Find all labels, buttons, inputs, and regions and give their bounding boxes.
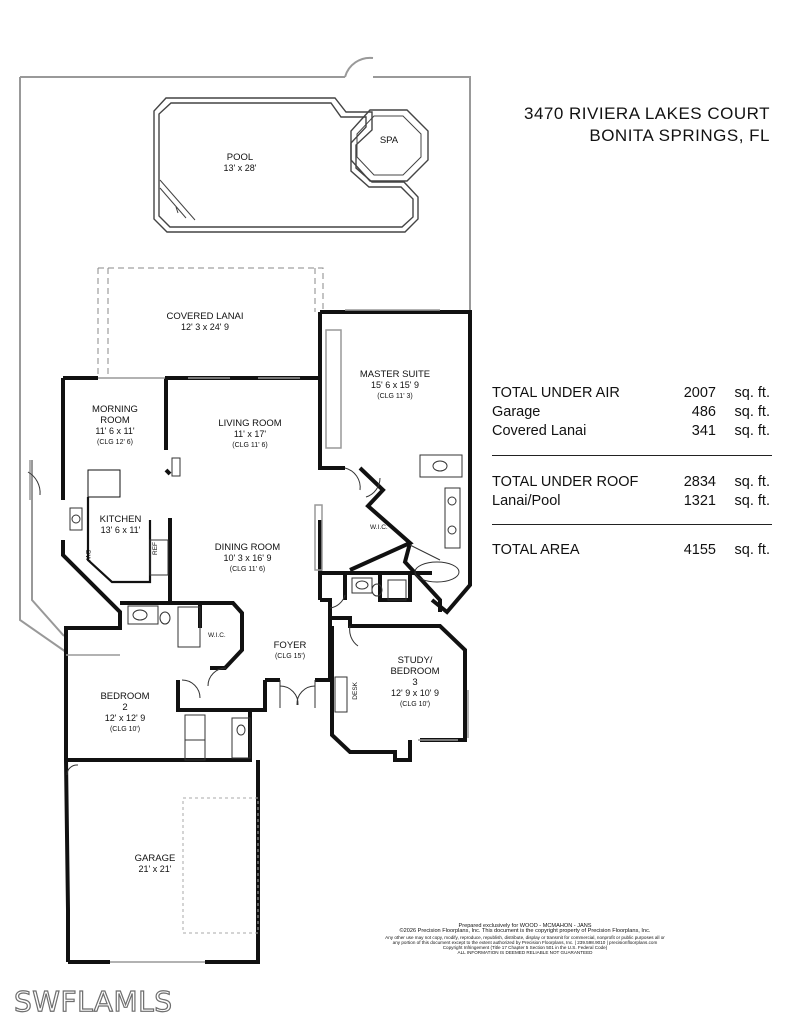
area-label: TOTAL UNDER AIR bbox=[492, 385, 620, 401]
garage-parking-outline bbox=[182, 797, 259, 934]
covered-lanai-outline bbox=[97, 267, 324, 378]
area-unit: sq. ft. bbox=[734, 493, 770, 509]
label-ref: REF bbox=[152, 542, 159, 555]
room-label-study-bedroom-3: STUDY/ BEDROOM 3 12' 9 x 10' 9 (CLG 10') bbox=[380, 655, 450, 710]
room-name: 2 bbox=[122, 702, 128, 713]
area-divider bbox=[492, 455, 772, 456]
copyright-notice: Prepared exclusively for WOOD - MCMAHON … bbox=[355, 923, 695, 956]
room-ceiling: (CLG 10') bbox=[399, 701, 431, 708]
pool-deck-outline bbox=[19, 56, 471, 653]
area-label: Lanai/Pool bbox=[492, 493, 561, 509]
room-label-pool: POOL 13' x 28' bbox=[210, 152, 270, 174]
room-name: 3 bbox=[412, 677, 418, 688]
credit-line: ©2026 Precision Floorplans, Inc. This do… bbox=[399, 928, 651, 935]
room-dims: 11' x 17' bbox=[233, 429, 267, 439]
room-ceiling: (CLG 15') bbox=[274, 653, 306, 660]
room-name: ROOM bbox=[100, 415, 130, 426]
area-unit: sq. ft. bbox=[734, 423, 770, 439]
area-group-under-roof: TOTAL UNDER ROOF 2834 sq. ft. Lanai/Pool… bbox=[492, 474, 772, 512]
door-swings bbox=[27, 467, 381, 776]
area-value: 2007 bbox=[683, 385, 716, 401]
room-dims: 13' x 28' bbox=[223, 163, 257, 173]
credit-line: Any other use may not copy, modify, repr… bbox=[385, 934, 665, 940]
room-label-spa: SPA bbox=[374, 135, 404, 146]
area-row-covered-lanai: Covered Lanai 341 sq. ft. bbox=[492, 423, 772, 442]
room-label-morning-room: MORNING ROOM 11' 6 x 11' (CLG 12' 6) bbox=[80, 404, 150, 448]
room-name: BEDROOM bbox=[100, 691, 150, 702]
credit-line: Prepared exclusively for WOOD - MCMAHON … bbox=[458, 923, 592, 929]
credit-line: ALL INFORMATION IS DEEMED RELIABLE NOT G… bbox=[457, 950, 593, 956]
room-label-foyer: FOYER (CLG 15') bbox=[265, 640, 315, 662]
label-wic-hall: W.I.C. bbox=[208, 632, 226, 639]
room-dims: 10' 3 x 16' 9 bbox=[223, 553, 272, 563]
area-value: 486 bbox=[691, 404, 716, 420]
area-row-garage: Garage 486 sq. ft. bbox=[492, 404, 772, 423]
area-group-total: TOTAL AREA 4155 sq. ft. bbox=[492, 542, 772, 561]
room-name: MASTER SUITE bbox=[359, 369, 431, 380]
area-row-total-under-air: TOTAL UNDER AIR 2007 sq. ft. bbox=[492, 385, 772, 404]
room-name: MORNING bbox=[92, 404, 138, 415]
room-dims: 13' 6 x 11' bbox=[100, 525, 141, 535]
address-line-2: BONITA SPRINGS, FL bbox=[589, 126, 770, 145]
fixtures bbox=[69, 454, 463, 761]
room-name: SPA bbox=[379, 135, 399, 146]
area-label: Garage bbox=[492, 404, 541, 420]
area-label: TOTAL UNDER ROOF bbox=[492, 474, 639, 490]
label-desk: DESK bbox=[352, 682, 359, 700]
area-label: Covered Lanai bbox=[492, 423, 587, 439]
room-dims: 21' x 21' bbox=[138, 864, 172, 874]
room-label-living-room: LIVING ROOM 11' x 17' (CLG 11' 6) bbox=[200, 418, 300, 451]
room-ceiling: (CLG 10') bbox=[109, 726, 141, 733]
address-line-1: 3470 RIVIERA LAKES COURT bbox=[523, 104, 770, 123]
windows bbox=[29, 309, 469, 963]
area-label: TOTAL AREA bbox=[492, 542, 580, 558]
room-label-garage: GARAGE 21' x 21' bbox=[120, 853, 190, 875]
room-label-master-suite: MASTER SUITE 15' 6 x 15' 9 (CLG 11' 3) bbox=[345, 369, 445, 402]
room-name: BEDROOM bbox=[390, 666, 440, 677]
mls-watermark: SWFLAMLS bbox=[13, 984, 173, 1018]
area-value: 1321 bbox=[683, 493, 716, 509]
room-ceiling: (CLG 11' 6) bbox=[232, 442, 268, 449]
room-label-kitchen: KITCHEN 13' 6 x 11' bbox=[88, 514, 153, 536]
area-value: 341 bbox=[691, 423, 716, 439]
room-name: LIVING ROOM bbox=[218, 418, 282, 429]
area-row-total-under-roof: TOTAL UNDER ROOF 2834 sq. ft. bbox=[492, 474, 772, 493]
room-name: POOL bbox=[226, 152, 254, 163]
room-ceiling: (CLG 11' 6) bbox=[229, 566, 266, 573]
room-name: COVERED LANAI bbox=[166, 311, 244, 322]
label-dw: DW bbox=[84, 550, 91, 561]
area-group-under-air: TOTAL UNDER AIR 2007 sq. ft. Garage 486 … bbox=[492, 385, 772, 442]
room-name: GARAGE bbox=[134, 853, 176, 864]
spa-outline bbox=[350, 109, 429, 182]
room-name: KITCHEN bbox=[99, 514, 142, 525]
credit-line: any portion of this document except to t… bbox=[392, 939, 658, 945]
room-dims: 12' 3 x 24' 9 bbox=[181, 322, 229, 332]
area-unit: sq. ft. bbox=[734, 385, 770, 401]
room-dims: 11' 6 x 11' bbox=[95, 426, 135, 436]
room-dims: 15' 6 x 15' 9 bbox=[371, 380, 419, 390]
area-row-lanai-pool: Lanai/Pool 1321 sq. ft. bbox=[492, 493, 772, 512]
room-ceiling: (CLG 11' 3) bbox=[377, 393, 413, 400]
area-row-total-area: TOTAL AREA 4155 sq. ft. bbox=[492, 542, 772, 561]
room-dims: 12' x 12' 9 bbox=[104, 713, 146, 723]
room-name: DINING ROOM bbox=[214, 542, 281, 553]
room-label-covered-lanai: COVERED LANAI 12' 3 x 24' 9 bbox=[150, 311, 260, 333]
area-divider bbox=[492, 524, 772, 525]
area-value: 2834 bbox=[683, 474, 716, 490]
room-name: FOYER bbox=[273, 640, 307, 651]
room-label-dining-room: DINING ROOM 10' 3 x 16' 9 (CLG 11' 6) bbox=[200, 542, 295, 575]
room-ceiling: (CLG 12' 6) bbox=[97, 439, 133, 446]
pool-outline bbox=[153, 97, 419, 233]
area-unit: sq. ft. bbox=[734, 542, 770, 558]
room-name: STUDY/ bbox=[397, 655, 433, 666]
credit-line: Copyright Infringement (Title 17 Chapter… bbox=[442, 945, 608, 951]
area-unit: sq. ft. bbox=[734, 404, 770, 420]
room-dims: 12' 9 x 10' 9 bbox=[391, 688, 439, 698]
house-walls bbox=[61, 310, 472, 964]
area-unit: sq. ft. bbox=[734, 474, 770, 490]
label-wic-master: W.I.C. bbox=[370, 524, 388, 531]
area-value: 4155 bbox=[683, 542, 716, 558]
room-label-bedroom-2: BEDROOM 2 12' x 12' 9 (CLG 10') bbox=[90, 691, 160, 735]
